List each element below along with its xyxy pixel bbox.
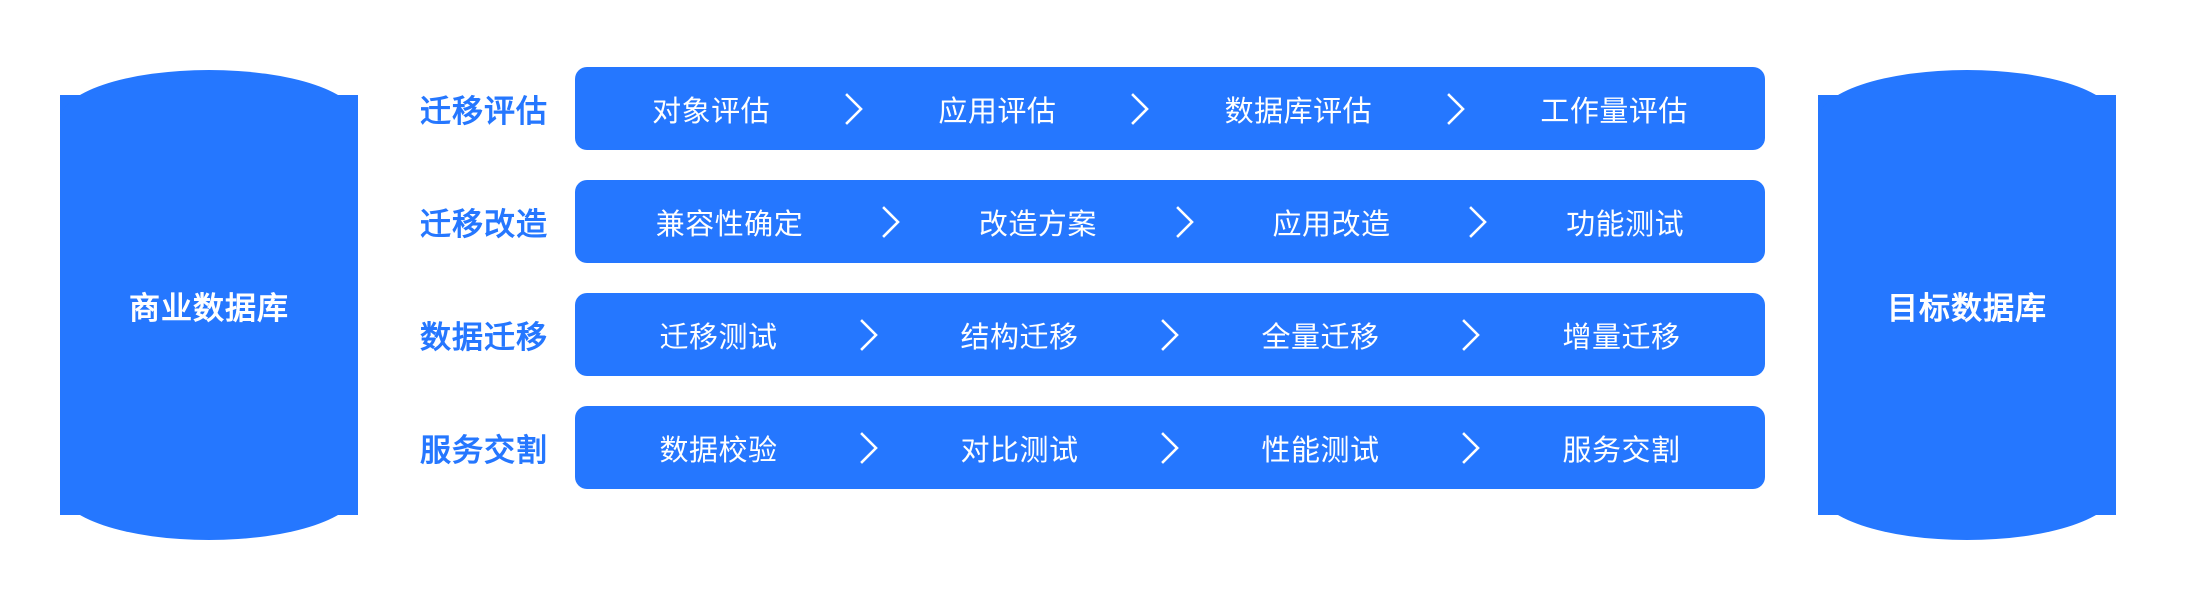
step-item[interactable]: 结构迁移 [960, 321, 1079, 354]
step-item[interactable]: 迁移测试 [659, 321, 778, 354]
chevron-right-icon [1157, 315, 1183, 355]
step-item[interactable]: 性能测试 [1261, 434, 1380, 467]
step-item[interactable]: 兼容性确定 [655, 208, 804, 241]
phase-row-service-cutover: 服务交割 数据校验 对比测试 性能测试 服务交割 [420, 406, 1765, 489]
step-item[interactable]: 应用改造 [1272, 208, 1391, 241]
step-item[interactable]: 对比测试 [960, 434, 1079, 467]
chevron-right-icon [856, 428, 882, 468]
step-item[interactable]: 全量迁移 [1261, 321, 1380, 354]
chevron-right-icon [1443, 89, 1469, 129]
phase-label: 数据迁移 [420, 320, 548, 355]
phase-row-migration-assessment: 迁移评估 对象评估 应用评估 数据库评估 工作量评估 [420, 67, 1765, 150]
phase-label: 迁移改造 [420, 207, 548, 242]
phase-row-data-migration: 数据迁移 迁移测试 结构迁移 全量迁移 增量迁移 [420, 293, 1765, 376]
cylinder-body [1818, 95, 2116, 515]
source-database-cylinder: 商业数据库 [60, 70, 358, 540]
target-database-cylinder: 目标数据库 [1818, 70, 2116, 540]
step-item[interactable]: 对象评估 [652, 95, 771, 128]
step-item[interactable]: 改造方案 [978, 208, 1097, 241]
chevron-right-icon [1465, 202, 1491, 242]
phase-row-migration-transformation: 迁移改造 兼容性确定 改造方案 应用改造 功能测试 [420, 180, 1765, 263]
cylinder-body [60, 95, 358, 515]
steps-bar: 迁移测试 结构迁移 全量迁移 增量迁移 [575, 293, 1765, 376]
step-item[interactable]: 功能测试 [1566, 208, 1685, 241]
source-database-label: 商业数据库 [129, 290, 289, 326]
step-item[interactable]: 数据库评估 [1224, 95, 1373, 128]
step-item[interactable]: 增量迁移 [1562, 321, 1681, 354]
steps-bar: 兼容性确定 改造方案 应用改造 功能测试 [575, 180, 1765, 263]
chevron-right-icon [1127, 89, 1153, 129]
target-database-label: 目标数据库 [1887, 290, 2047, 326]
phase-label: 迁移评估 [420, 94, 548, 129]
steps-bar: 数据校验 对比测试 性能测试 服务交割 [575, 406, 1765, 489]
step-item[interactable]: 工作量评估 [1540, 95, 1688, 128]
chevron-right-icon [1172, 202, 1198, 242]
chevron-right-icon [1157, 428, 1183, 468]
phase-label: 服务交割 [420, 433, 548, 468]
chevron-right-icon [856, 315, 882, 355]
step-item[interactable]: 应用评估 [938, 95, 1057, 128]
chevron-right-icon [1458, 315, 1484, 355]
chevron-right-icon [841, 89, 867, 129]
step-item[interactable]: 数据校验 [659, 434, 778, 467]
chevron-right-icon [878, 202, 904, 242]
steps-bar: 对象评估 应用评估 数据库评估 工作量评估 [575, 67, 1765, 150]
chevron-right-icon [1458, 428, 1484, 468]
step-item[interactable]: 服务交割 [1562, 434, 1681, 467]
